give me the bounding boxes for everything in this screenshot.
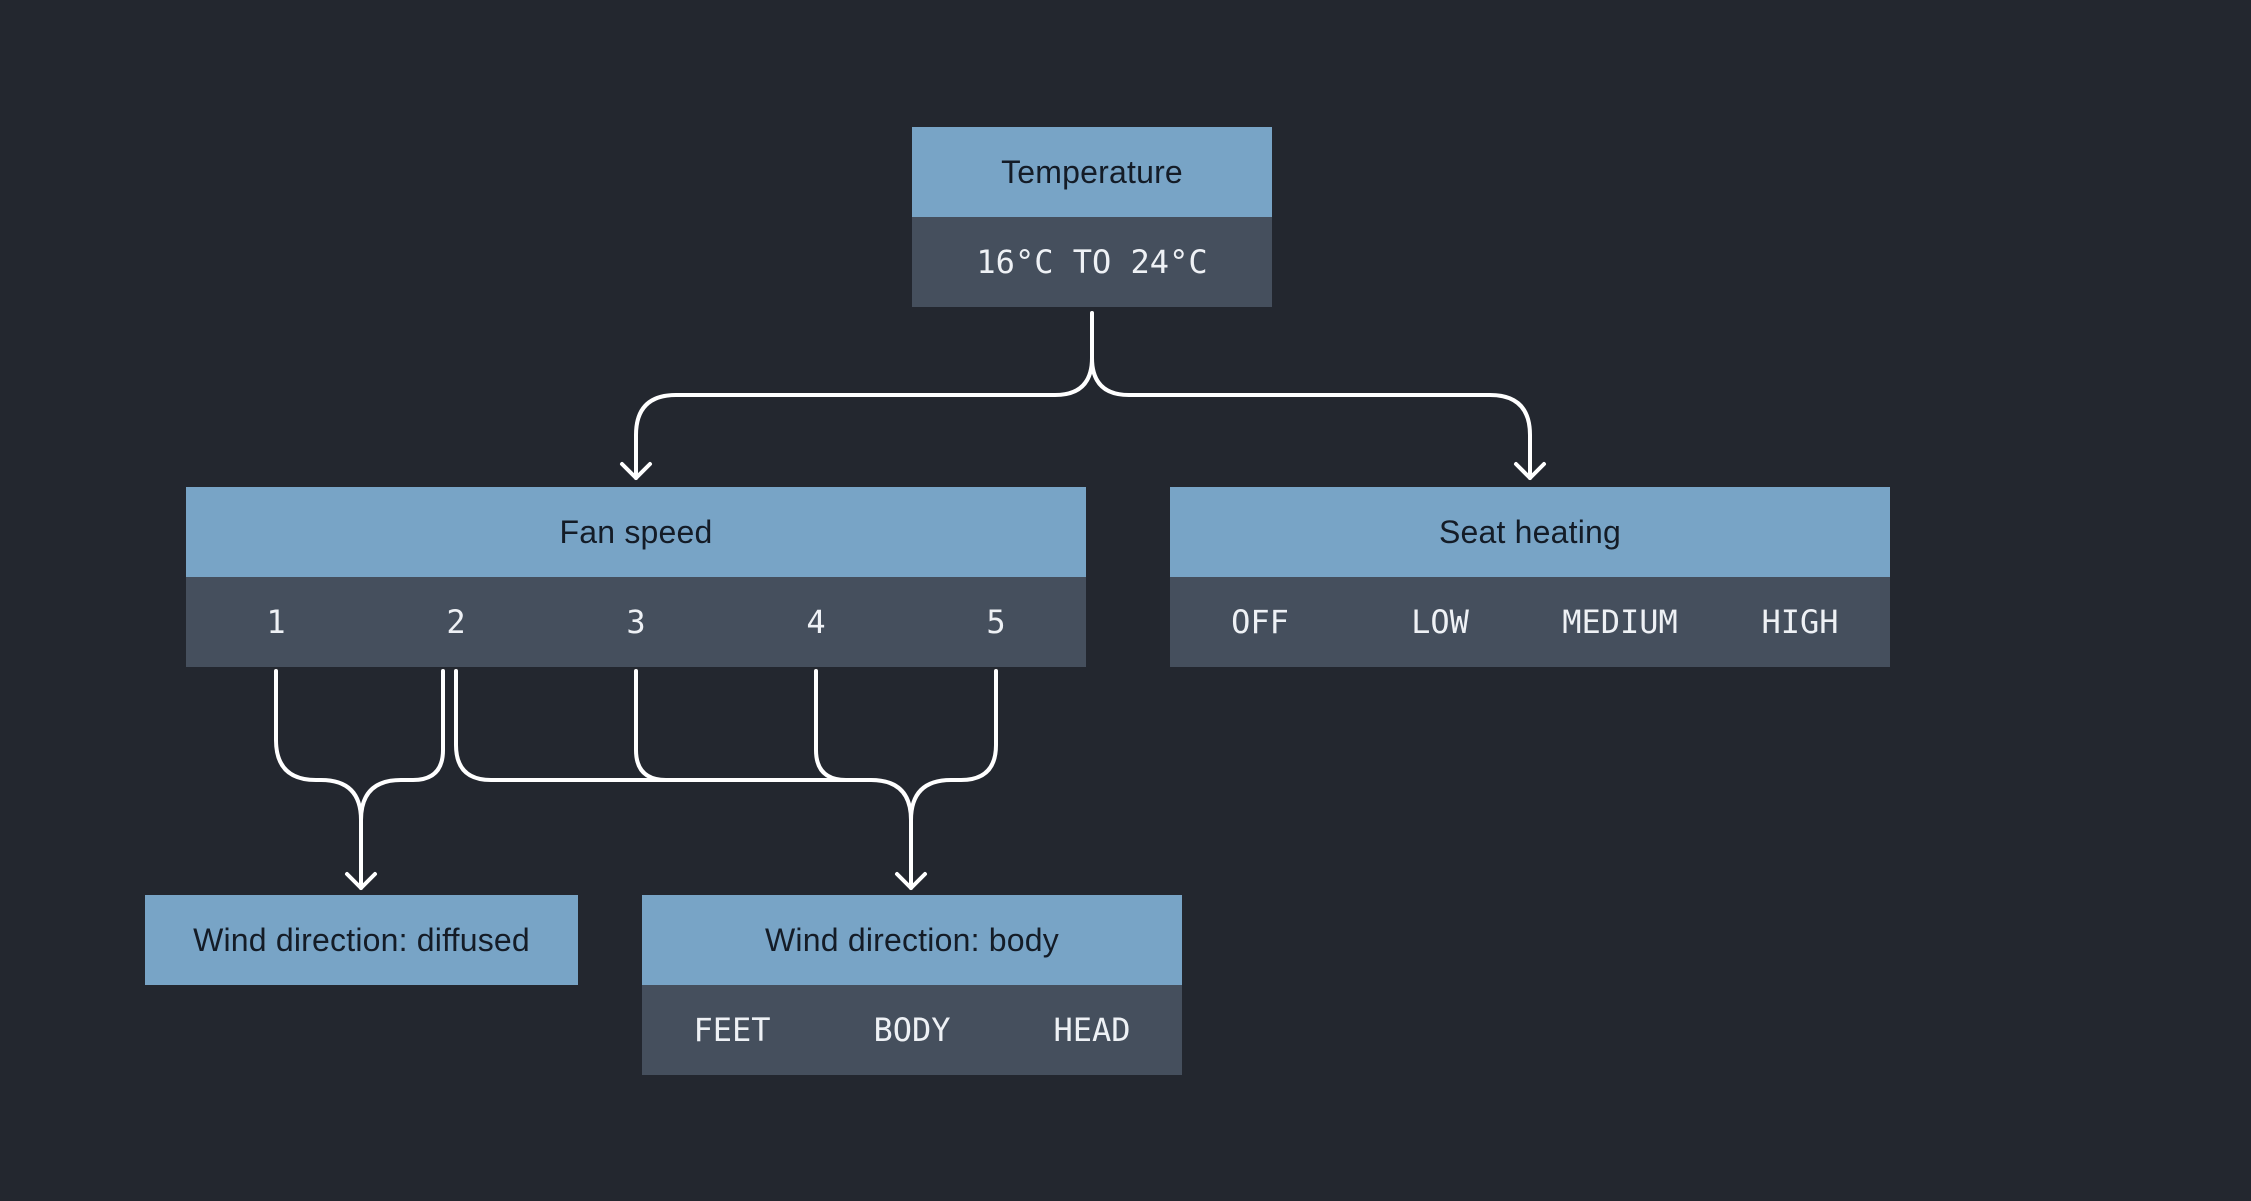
node-wind-diffused-title: Wind direction: diffused: [145, 895, 578, 985]
edge-fan-4-to-wind-body: [814, 669, 848, 782]
fan-speed-option: 2: [446, 603, 466, 641]
seat-heating-option: OFF: [1231, 603, 1289, 641]
edge-fan-5-to-wind-body: [909, 669, 998, 822]
node-seat-heating: Seat heating OFF LOW MEDIUM HIGH: [1170, 487, 1890, 667]
arrowhead-wind-diffused: [345, 872, 377, 890]
fan-speed-option: 3: [626, 603, 646, 641]
fan-speed-option: 4: [806, 603, 826, 641]
fan-speed-option: 1: [266, 603, 286, 641]
node-fan-speed-title: Fan speed: [186, 487, 1086, 577]
seat-heating-option: HIGH: [1761, 603, 1839, 641]
node-seat-heating-title: Seat heating: [1170, 487, 1890, 577]
edge-fan-2-to-wind-body: [454, 669, 913, 890]
fan-speed-option: 5: [986, 603, 1006, 641]
node-temperature-range: 16°C TO 24°C: [912, 217, 1272, 307]
edge-fan-2-to-wind-diffused: [359, 669, 445, 822]
arrowhead-wind-body: [895, 872, 927, 890]
seat-heating-option: LOW: [1411, 603, 1469, 641]
node-temperature: Temperature 16°C TO 24°C: [912, 127, 1272, 307]
node-fan-speed: Fan speed 1 2 3 4 5: [186, 487, 1086, 667]
node-wind-body-options: FEET BODY HEAD: [642, 985, 1182, 1075]
node-fan-speed-options: 1 2 3 4 5: [186, 577, 1086, 667]
wind-body-option: HEAD: [1053, 1011, 1131, 1049]
node-wind-body-title: Wind direction: body: [642, 895, 1182, 985]
node-wind-diffused: Wind direction: diffused: [145, 895, 578, 985]
edge-fan-1-to-wind-diffused: [274, 669, 363, 890]
wind-body-option: BODY: [873, 1011, 951, 1049]
edge-temperature-to-fan-speed: [634, 356, 1094, 480]
edge-temperature-to-seat-heating: [1090, 356, 1532, 480]
wind-body-option: FEET: [693, 1011, 771, 1049]
node-wind-body: Wind direction: body FEET BODY HEAD: [642, 895, 1182, 1075]
node-temperature-title: Temperature: [912, 127, 1272, 217]
arrowhead-fan-speed: [620, 462, 652, 480]
arrowhead-seat-heating: [1514, 462, 1546, 480]
seat-heating-option: MEDIUM: [1562, 603, 1678, 641]
edge-fan-3-to-wind-body: [634, 669, 668, 782]
node-seat-heating-options: OFF LOW MEDIUM HIGH: [1170, 577, 1890, 667]
